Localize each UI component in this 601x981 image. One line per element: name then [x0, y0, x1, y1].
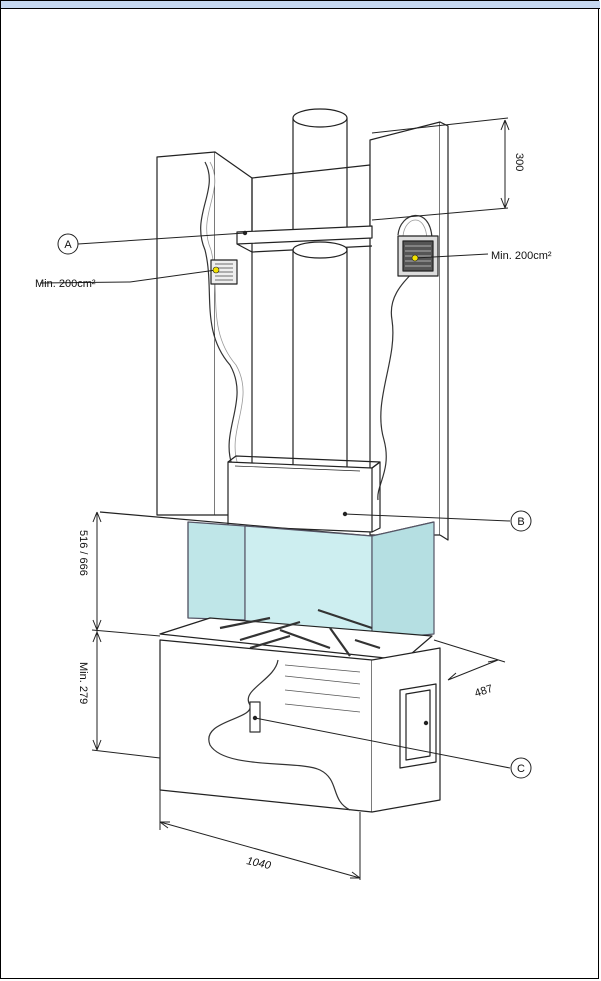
convection-hood: [227, 461, 373, 533]
dim-top-label: 300: [513, 153, 525, 171]
callout-c-label: C: [517, 763, 525, 775]
dim-glass-label: 516 / 666: [77, 530, 89, 576]
left-wall-side: [214, 151, 253, 516]
callout-b: B: [510, 510, 532, 532]
left-wall: [156, 151, 216, 516]
back-wall: [251, 164, 371, 235]
callout-c: C: [510, 757, 532, 779]
dim-width-label: 1040: [245, 855, 272, 872]
callout-a-label: A: [64, 239, 72, 251]
glass-left: [187, 521, 246, 621]
header-bar: [1, 1, 600, 9]
vent-left-dot: [212, 266, 220, 274]
flue-pipe-upper: [292, 108, 348, 238]
callout-leaders: [39, 232, 511, 769]
base-front: [159, 639, 373, 813]
dim-base-label: Min. 279: [77, 662, 89, 704]
flue-pipe-lower: [292, 241, 348, 477]
vent-left-label: Min. 200cm²: [35, 278, 96, 290]
base-cutaway: [208, 659, 351, 811]
dimension-lines: [91, 117, 510, 880]
log-set: [219, 608, 381, 657]
vent-right: [397, 235, 439, 277]
access-door: [399, 683, 437, 769]
vent-right-dot: [411, 254, 419, 262]
dim-depth-label: 487: [473, 683, 494, 700]
firebox-floor: [159, 617, 433, 661]
vent-right-label: Min. 200cm²: [491, 250, 552, 262]
right-wall-cutaway: [377, 214, 433, 501]
ceiling-plate: [236, 225, 373, 245]
callout-b-label: B: [517, 516, 524, 528]
callout-a: A: [57, 233, 79, 255]
glass-right: [371, 521, 435, 641]
